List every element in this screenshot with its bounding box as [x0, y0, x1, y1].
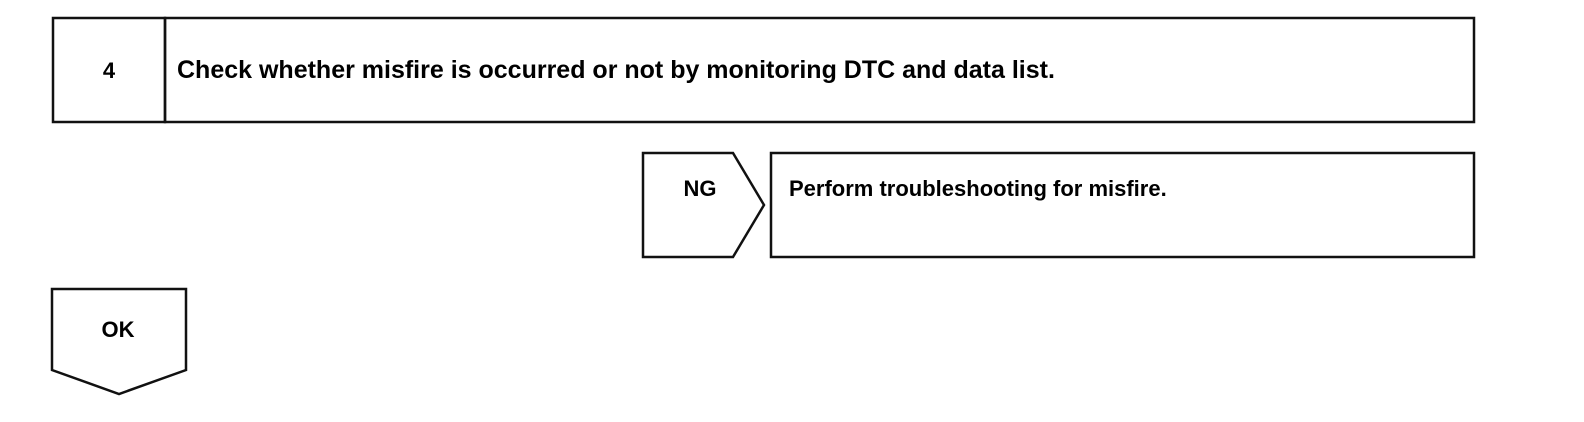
- ng-label: NG: [684, 176, 717, 201]
- ng-action-box: [769, 151, 1476, 259]
- step-instruction-box: [163, 16, 1476, 124]
- ng-branch: NG Perform troubleshooting for misfire.: [641, 151, 1476, 259]
- ok-branch: OK: [50, 287, 188, 396]
- step-row: 4 Check whether misfire is occurred or n…: [51, 16, 1476, 124]
- ok-label: OK: [102, 317, 135, 342]
- ng-action-text: Perform troubleshooting for misfire.: [789, 176, 1167, 201]
- step-number: 4: [103, 58, 116, 83]
- step-instruction: Check whether misfire is occurred or not…: [177, 56, 1055, 84]
- ok-arrow-flag: [50, 287, 188, 396]
- ng-flag: [641, 151, 766, 259]
